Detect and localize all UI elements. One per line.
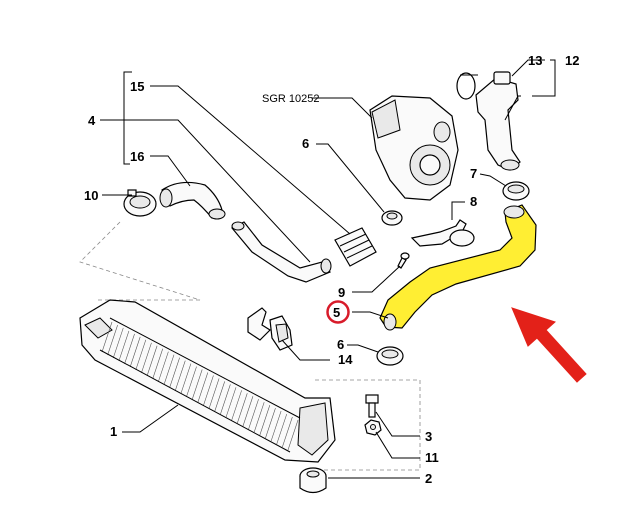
callout-6-upper: 6 (302, 136, 309, 151)
cooling-fin (141, 342, 152, 373)
hose-clamp-upper (381, 210, 403, 226)
turbocharger (369, 95, 459, 201)
cooling-fin (242, 396, 254, 427)
cooling-fin (259, 405, 271, 436)
callout-1: 1 (110, 424, 117, 439)
group-bracket-left (123, 71, 132, 165)
hose-clamp-7 (502, 181, 530, 201)
cooling-fin (220, 384, 231, 415)
callout-6-lower: 6 (337, 337, 344, 352)
cooling-fin (112, 327, 124, 359)
screw (397, 252, 410, 269)
cooling-fin (197, 372, 209, 403)
long-pipe (231, 221, 332, 283)
cooling-fin (214, 381, 226, 412)
rubber-mount (299, 467, 327, 494)
callout-16: 16 (130, 149, 144, 164)
cooling-fin (174, 360, 186, 391)
cooling-fin (146, 345, 158, 376)
cooling-fin (191, 369, 203, 400)
elbow-hose (159, 181, 226, 220)
cooling-fin (101, 321, 113, 353)
corrugated-coupler (334, 227, 377, 267)
cooling-fin (135, 339, 147, 370)
cooling-fin (180, 363, 192, 394)
cooling-fin (276, 413, 288, 445)
cooling-fin (287, 419, 299, 451)
cooling-fin (231, 390, 242, 421)
upper-intake-pipe (475, 71, 521, 171)
callout-2: 2 (425, 471, 432, 486)
hose-clamp-10 (123, 189, 157, 217)
cooling-fin (163, 354, 175, 385)
brackets (247, 307, 293, 351)
cooling-fin (236, 393, 248, 424)
cooling-fin (253, 402, 265, 433)
o-ring (456, 72, 476, 100)
callout-12: 12 (565, 53, 579, 68)
highlight-ring (326, 300, 350, 324)
callout-4: 4 (88, 113, 96, 128)
pointer-arrow (511, 307, 587, 383)
leader-lines (100, 59, 545, 479)
cooling-fin (124, 333, 135, 364)
nut (364, 419, 382, 436)
callout-labels: 15 4 16 10 SGR 10252 6 7 8 9 6 13 12 14 … (84, 53, 579, 486)
turbo-ref-label: SGR 10252 (262, 93, 319, 105)
cooling-fin (129, 336, 141, 367)
callout-15: 15 (130, 79, 144, 94)
callout-14: 14 (338, 352, 353, 367)
intercooler (79, 299, 336, 463)
callout-9: 9 (338, 285, 345, 300)
cooling-fin (158, 351, 169, 382)
bolt (365, 394, 379, 418)
cooling-fin (270, 410, 282, 442)
cooling-fin (282, 416, 293, 448)
bracket-clip (410, 219, 475, 247)
cooling-fin (169, 357, 180, 388)
group-bracket-right (532, 59, 556, 97)
callout-5: 5 (333, 305, 340, 320)
cooling-fin (208, 378, 220, 409)
cooling-fin (107, 324, 118, 356)
cooling-fin (186, 366, 197, 397)
cooling-fin (118, 330, 130, 362)
cooling-fin (225, 387, 237, 418)
cooling-fin (152, 348, 164, 379)
callout-11: 11 (425, 450, 439, 465)
callout-13: 13 (528, 53, 542, 68)
cooling-fin (265, 408, 276, 439)
callout-7: 7 (470, 166, 477, 181)
callout-8: 8 (470, 194, 477, 209)
hose-clamp-lower (376, 346, 404, 366)
callout-3: 3 (425, 429, 432, 444)
cooling-fin (248, 399, 259, 430)
cooling-fin (203, 375, 214, 406)
callout-10: 10 (84, 188, 98, 203)
